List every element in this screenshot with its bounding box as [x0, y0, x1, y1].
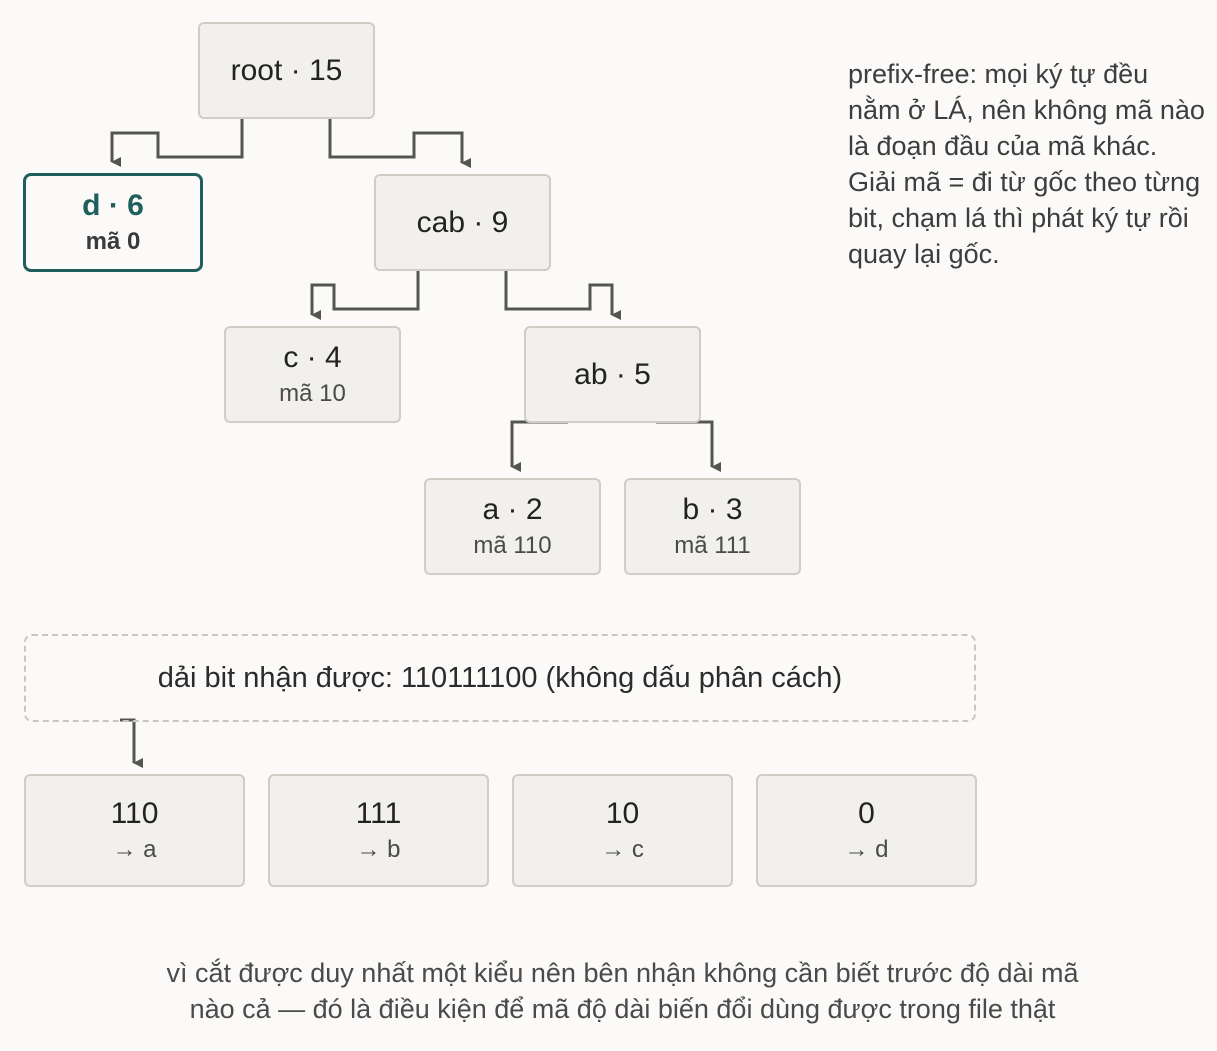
prefix-free-note: prefix-free: mọi ký tự đều nằm ở LÁ, nên…: [848, 59, 1205, 269]
segment-bits: 10: [605, 796, 640, 830]
edge-cab-ab: [504, 270, 621, 320]
edge-root-d: [110, 118, 244, 167]
segment-bits: 110: [110, 796, 159, 830]
node-b-label: b · 3: [682, 492, 743, 526]
footer-line-1: vì cắt được duy nhất một kiểu nên bên nh…: [166, 958, 1079, 988]
edge-root-cab: [328, 118, 471, 168]
bitstream-text: dải bit nhận được: 110111100 (không dấu …: [157, 661, 843, 694]
segment-symbol: → c: [601, 835, 644, 863]
edge-bitstream-segment: [120, 718, 143, 768]
node-root: root · 15: [198, 22, 375, 119]
node-a-code: mã 110: [473, 531, 552, 559]
node-b-code: mã 111: [674, 531, 751, 559]
edge-ab-a: [510, 420, 568, 472]
segment-box: 110 → a: [24, 774, 245, 887]
segment-box: 10 → c: [512, 774, 733, 887]
node-c-label: c · 4: [283, 340, 342, 374]
node-d-label: d · 6: [82, 188, 144, 222]
node-root-label: root · 15: [230, 53, 343, 87]
segment-bits: 0: [858, 796, 875, 830]
node-leaf-c: c · 4 mã 10: [224, 326, 401, 423]
segment-bits: 111: [355, 796, 402, 830]
segment-symbol: → b: [356, 835, 401, 863]
segment-symbol: → d: [844, 835, 889, 863]
node-d-code: mã 0: [85, 227, 141, 255]
edge-cab-c: [310, 270, 420, 320]
node-cab: cab · 9: [374, 174, 551, 271]
footer-caption: vì cắt được duy nhất một kiểu nên bên nh…: [60, 955, 1185, 1027]
node-leaf-d: d · 6 mã 0: [23, 173, 203, 272]
segment-box: 111 → b: [268, 774, 489, 887]
node-ab-label: ab · 5: [574, 357, 651, 391]
node-leaf-b: b · 3 mã 111: [624, 478, 801, 575]
segment-box: 0 → d: [756, 774, 977, 887]
node-c-code: mã 10: [279, 379, 346, 407]
node-leaf-a: a · 2 mã 110: [424, 478, 601, 575]
bitstream-box: dải bit nhận được: 110111100 (không dấu …: [24, 634, 976, 722]
node-a-label: a · 2: [482, 492, 543, 526]
segment-symbol: → a: [112, 835, 157, 863]
footer-line-2: nào cả — đó là điều kiện để mã độ dài bi…: [189, 994, 1056, 1024]
node-cab-label: cab · 9: [416, 205, 509, 239]
node-ab: ab · 5: [524, 326, 701, 423]
edge-ab-b: [656, 420, 721, 472]
